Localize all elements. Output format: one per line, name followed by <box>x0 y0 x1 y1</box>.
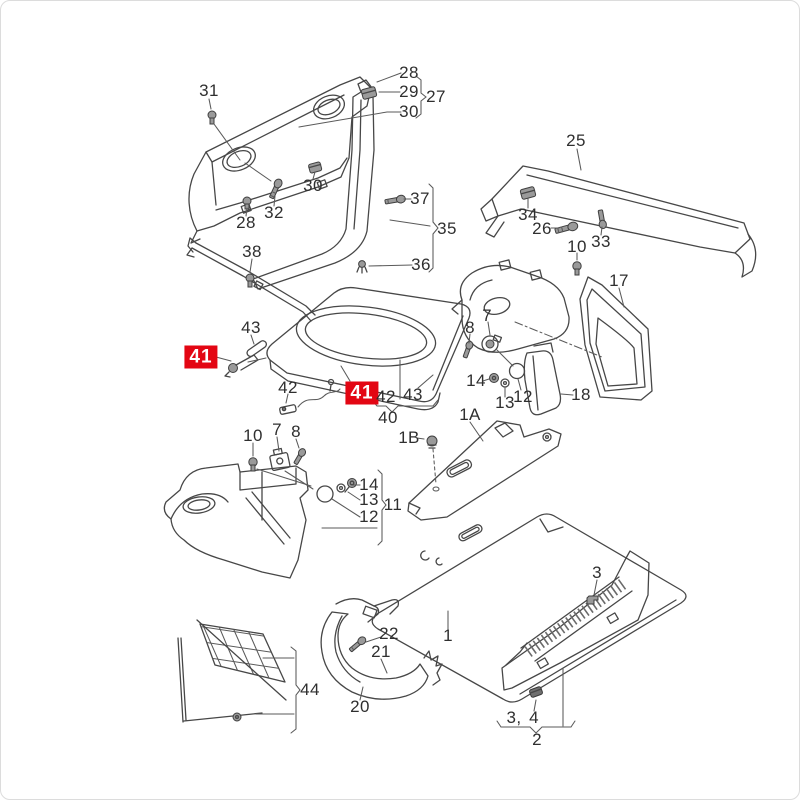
callout-21: 21 <box>371 642 391 661</box>
callout-17: 17 <box>609 271 629 290</box>
callout-44: 44 <box>300 680 320 699</box>
part-right-wheel-housing <box>451 259 570 353</box>
leader-lines <box>208 72 625 727</box>
callout-42-right: 42 <box>376 387 396 406</box>
callout-14-right: 14 <box>466 371 486 390</box>
callout-35: 35 <box>437 219 457 238</box>
part-rear-sill-trim <box>501 550 650 691</box>
callout-43-left: 43 <box>241 318 261 337</box>
callout-2: 2 <box>532 730 542 749</box>
callout-3-clip: 3 <box>592 563 602 582</box>
callout-31: 31 <box>199 81 219 100</box>
callout-12-right: 12 <box>513 387 533 406</box>
part-hat-shelf <box>266 286 471 411</box>
callout-28-list: 28 <box>399 63 419 82</box>
callout-33: 33 <box>591 232 611 251</box>
callout-4: 4 <box>529 708 539 727</box>
callout-29-list: 29 <box>399 82 419 101</box>
callout-7-left: 7 <box>272 420 282 439</box>
callout-18: 18 <box>571 385 591 404</box>
part-release-handle-group <box>224 340 341 415</box>
callout-11: 11 <box>383 495 403 514</box>
callout-1B: 1B <box>398 428 420 447</box>
callout-1: 1 <box>443 626 453 645</box>
callout-10-right: 10 <box>567 237 587 256</box>
callout-30-list: 30 <box>399 102 419 121</box>
callout-43-right: 43 <box>403 385 423 404</box>
part-load-floor <box>407 420 562 521</box>
callout-13-left: 13 <box>359 490 379 509</box>
callout-41-right-highlighted: 41 <box>345 381 379 405</box>
group-brackets <box>290 75 576 734</box>
callout-30-clip: 30 <box>303 176 323 195</box>
callout-38: 38 <box>242 242 262 261</box>
callout-8-left: 8 <box>291 422 301 441</box>
part-cross-member-trim <box>480 165 757 278</box>
callout-10-left: 10 <box>243 426 263 445</box>
callout-34: 34 <box>518 205 538 224</box>
callout-3-group: 3, <box>506 708 522 727</box>
part-strap-loop <box>320 598 443 700</box>
callout-28-clip: 28 <box>236 213 256 232</box>
callout-12-left: 12 <box>359 507 379 526</box>
part-left-wheel-housing <box>163 463 309 579</box>
callout-8-right: 8 <box>465 318 475 337</box>
part-sill-strip <box>186 237 316 322</box>
callout-1A: 1A <box>459 405 481 424</box>
callout-37: 37 <box>410 189 430 208</box>
callout-41-left-highlighted: 41 <box>184 345 218 369</box>
callout-40: 40 <box>378 408 398 427</box>
callout-22: 22 <box>379 624 399 643</box>
callout-42-left: 42 <box>278 378 298 397</box>
callout-14-left: 14 <box>359 475 379 494</box>
callout-20: 20 <box>350 697 370 716</box>
part-side-trim-panel-17 <box>514 276 653 401</box>
callout-27: 27 <box>426 87 446 106</box>
callout-13-right: 13 <box>495 393 515 412</box>
callout-25: 25 <box>566 131 586 150</box>
callout-26: 26 <box>532 219 552 238</box>
callout-7-right: 7 <box>482 306 492 325</box>
callout-32: 32 <box>264 203 284 222</box>
fastener-icons <box>207 86 607 698</box>
callout-36: 36 <box>411 255 431 274</box>
